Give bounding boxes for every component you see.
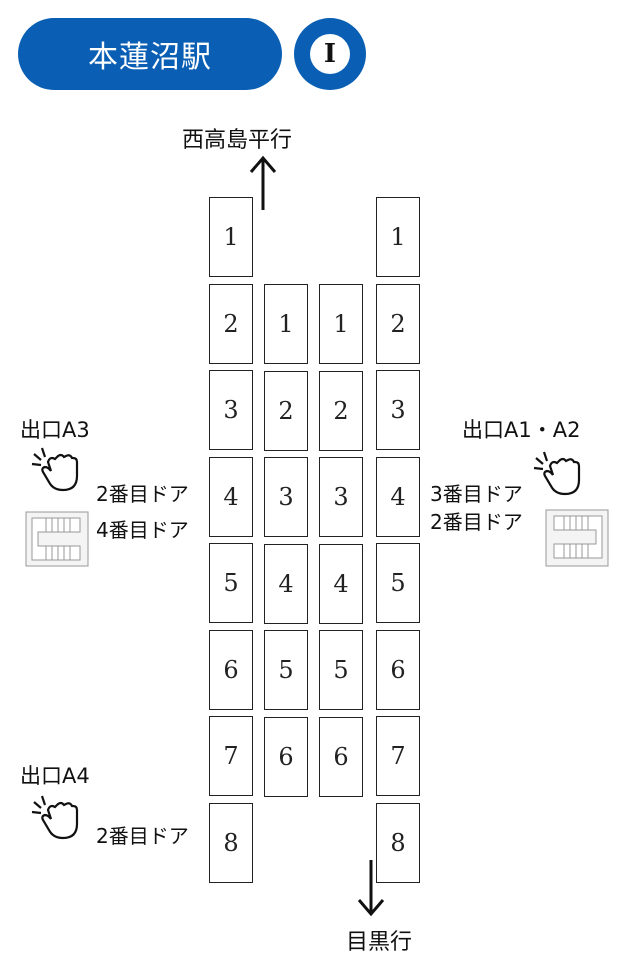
train-car-col2-3: 3	[264, 457, 308, 537]
exit-a3-door-1: 2番目ドア	[96, 482, 189, 506]
train-car-col1-5: 5	[209, 543, 253, 623]
train-car-col1-6: 6	[209, 629, 253, 710]
train-car-col3-4: 4	[319, 543, 363, 624]
train-car-col3-3: 3	[319, 457, 363, 537]
train-car-col3-5: 5	[319, 630, 363, 710]
hand-elevator-icon	[533, 451, 581, 496]
arrow-up-icon	[249, 155, 277, 210]
line-badge: I	[294, 18, 366, 90]
exit-a4-label: 出口A4	[20, 764, 90, 788]
train-car-col2-2: 2	[264, 370, 308, 451]
train-car-col2-1: 1	[264, 284, 308, 364]
train-car-col4-8: 8	[376, 802, 420, 883]
train-car-col4-4: 4	[376, 456, 420, 537]
exit-a3-door-2: 4番目ドア	[96, 518, 189, 542]
train-car-col2-4: 4	[264, 543, 308, 624]
train-car-col3-1: 1	[319, 284, 363, 364]
exit-a3-label: 出口A3	[20, 418, 90, 442]
train-car-col3-6: 6	[319, 716, 363, 797]
train-car-col2-5: 5	[264, 630, 308, 710]
hand-elevator-icon	[31, 795, 79, 840]
train-car-col1-8: 8	[209, 802, 253, 883]
train-car-col1-7: 7	[209, 716, 253, 796]
direction-north-label: 西高島平行	[182, 128, 293, 153]
train-car-col1-1: 1	[209, 197, 253, 277]
train-car-col4-1: 1	[376, 197, 420, 277]
exit-a1a2-label: 出口A1・A2	[462, 418, 581, 442]
train-car-col2-6: 6	[264, 716, 308, 797]
exit-a1a2-door-1: 3番目ドア	[430, 482, 523, 506]
train-car-col4-5: 5	[376, 543, 420, 623]
train-car-col1-4: 4	[209, 456, 253, 537]
train-car-col1-3: 3	[209, 370, 253, 450]
stairs-icon	[25, 511, 89, 567]
direction-south-label: 目黒行	[346, 930, 413, 955]
line-letter: I	[310, 34, 350, 74]
stairs-icon	[545, 509, 609, 567]
station-name-badge: 本蓮沼駅	[18, 18, 282, 90]
arrow-down-icon	[357, 860, 385, 917]
exit-a1a2-door-2: 2番目ドア	[430, 510, 523, 534]
exit-a4-door-1: 2番目ドア	[96, 824, 189, 848]
train-car-col4-7: 7	[376, 716, 420, 796]
train-car-col1-2: 2	[209, 283, 253, 364]
hand-elevator-icon	[31, 447, 79, 492]
station-name: 本蓮沼駅	[88, 40, 212, 75]
train-car-col4-3: 3	[376, 370, 420, 450]
train-car-col4-6: 6	[376, 629, 420, 710]
train-car-col4-2: 2	[376, 283, 420, 364]
train-car-col3-2: 2	[319, 370, 363, 451]
